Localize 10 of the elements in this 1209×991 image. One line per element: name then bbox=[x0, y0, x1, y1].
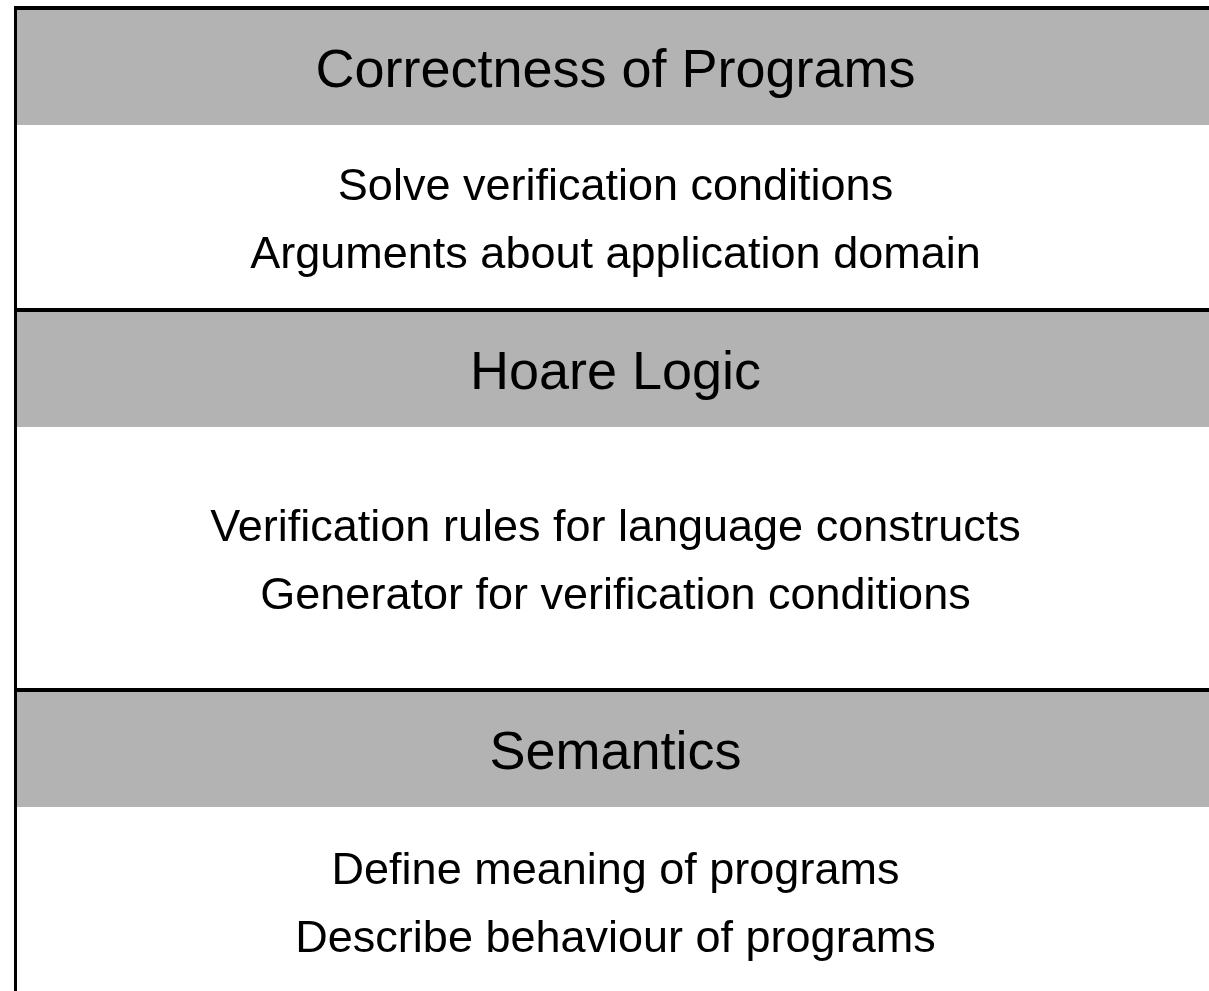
layer-heading: Hoare Logic bbox=[17, 312, 1209, 427]
layer-item-text: Solve verification conditions bbox=[337, 157, 894, 212]
layer-item-text: Generator for verification conditions bbox=[260, 566, 971, 621]
layer-heading: Semantics bbox=[17, 692, 1209, 807]
layer-heading: Correctness of Programs bbox=[17, 10, 1209, 125]
layer-item-text: Describe behaviour of programs bbox=[295, 909, 936, 964]
layer-item-text: Define meaning of programs bbox=[331, 841, 900, 896]
layer-item-text: Arguments about application domain bbox=[250, 225, 981, 280]
layer-box bbox=[14, 688, 1209, 991]
layer-item-text: Verification rules for language constructs bbox=[210, 498, 1021, 553]
